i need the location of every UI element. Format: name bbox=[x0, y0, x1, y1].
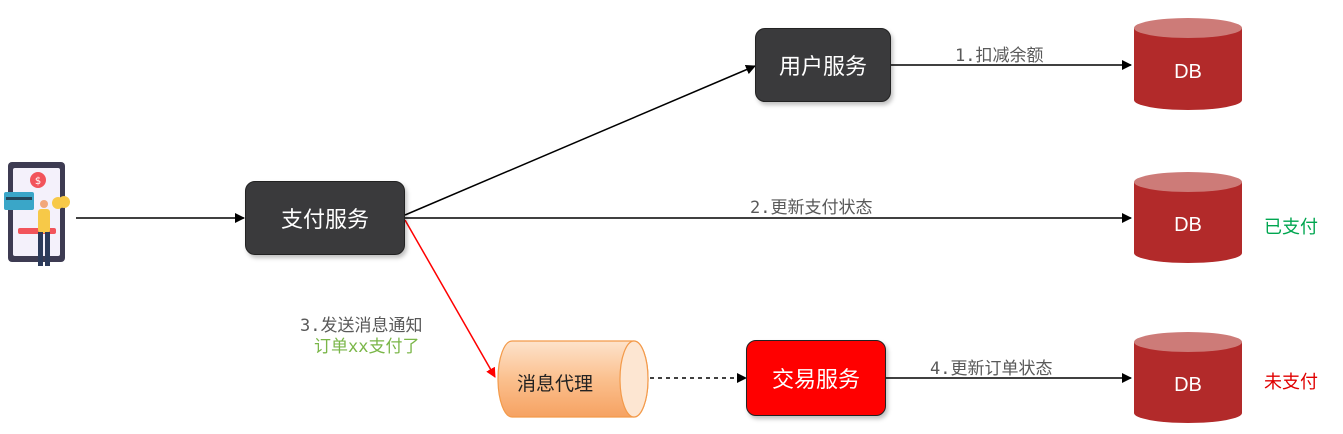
edge-label-deduct: 1.扣减余额 bbox=[955, 46, 1044, 66]
edge-pay-to-broker bbox=[404, 219, 496, 378]
edge-label-send-msg-sub: 订单xx支付了 bbox=[314, 337, 420, 357]
db-cylinder-3 bbox=[1134, 332, 1242, 423]
user-service-label: 用户服务 bbox=[778, 55, 867, 80]
broker-cylinder bbox=[497, 340, 649, 418]
db-label-2: DB bbox=[1174, 214, 1202, 236]
edge-pay-to-user-service bbox=[404, 64, 756, 216]
phone-payment-person-icon: $ bbox=[4, 162, 70, 266]
user-service-box: 用户服务 bbox=[755, 28, 891, 102]
edge-label-update-order: 4.更新订单状态 bbox=[930, 359, 1053, 379]
pay-service-box: 支付服务 bbox=[245, 181, 405, 255]
status-unpaid: 未支付 bbox=[1264, 372, 1318, 393]
trade-service-box: 交易服务 bbox=[746, 340, 886, 416]
db-label-1: DB bbox=[1174, 61, 1202, 83]
db-label-3: DB bbox=[1174, 374, 1202, 396]
trade-service-label: 交易服务 bbox=[771, 368, 860, 393]
svg-text:$: $ bbox=[35, 176, 41, 187]
edge-label-update-pay: 2.更新支付状态 bbox=[750, 198, 873, 218]
broker-label: 消息代理 bbox=[517, 373, 594, 395]
status-paid: 已支付 bbox=[1264, 217, 1318, 238]
db-cylinder-2 bbox=[1134, 172, 1242, 263]
db-cylinder-1 bbox=[1134, 18, 1242, 110]
edge-label-send-msg: 3.发送消息通知 bbox=[300, 316, 423, 336]
pay-service-label: 支付服务 bbox=[280, 208, 369, 233]
